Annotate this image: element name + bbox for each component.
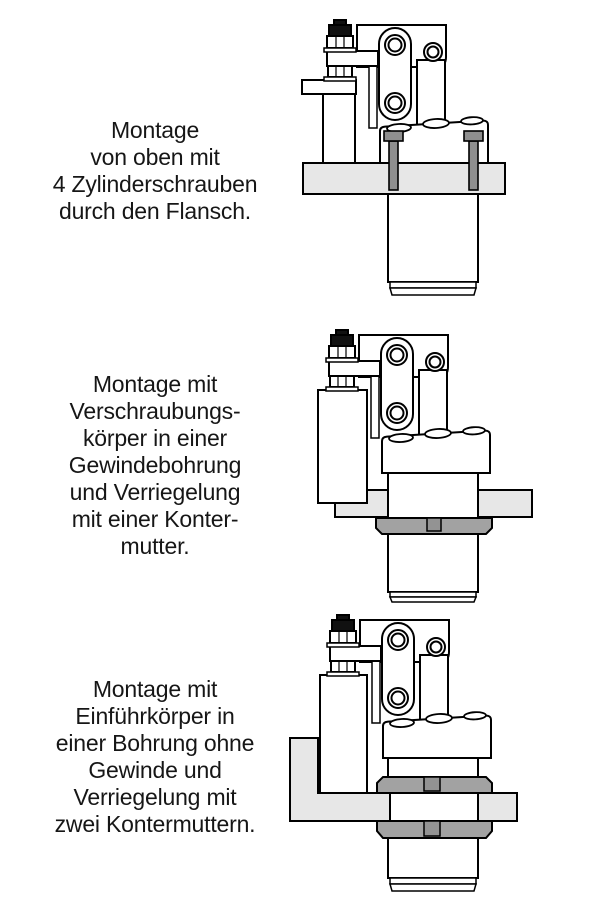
cylinder-body bbox=[387, 193, 479, 296]
cylinder-body bbox=[387, 837, 479, 892]
figure-flange-mounting bbox=[301, 19, 506, 296]
workpiece-pad bbox=[301, 79, 357, 95]
screw-head bbox=[463, 130, 484, 142]
support-block bbox=[319, 674, 368, 794]
locknut-notch bbox=[423, 820, 441, 837]
cylinder-screw-right bbox=[463, 130, 484, 191]
cylinder-body bbox=[387, 533, 479, 603]
figure-insert-body-mounting bbox=[289, 614, 518, 892]
screw-head bbox=[383, 130, 404, 142]
caption-flange-mounting: Montage von oben mit 4 Zylinderschrauben… bbox=[52, 117, 258, 224]
support-bar bbox=[322, 93, 356, 164]
caption-insert-body-mounting: Montage mit Einführkörper in einer Bohru… bbox=[54, 676, 256, 837]
locknut-notch bbox=[423, 776, 441, 792]
locknut-upper bbox=[376, 776, 493, 794]
locknut-notch bbox=[426, 517, 442, 532]
screw-shaft bbox=[388, 140, 399, 191]
mounting-plate-right bbox=[477, 489, 533, 518]
figure-threaded-body-mounting bbox=[317, 329, 533, 603]
locknut bbox=[375, 517, 493, 535]
caption-threaded-body-mounting: Montage mit Verschraubungs- körper in ei… bbox=[68, 371, 242, 559]
mounting-plate-right bbox=[477, 792, 518, 822]
screw-shaft bbox=[468, 140, 479, 191]
cylinder-screw-left bbox=[383, 130, 404, 191]
support-block bbox=[317, 389, 368, 504]
locknut-lower bbox=[376, 820, 493, 839]
